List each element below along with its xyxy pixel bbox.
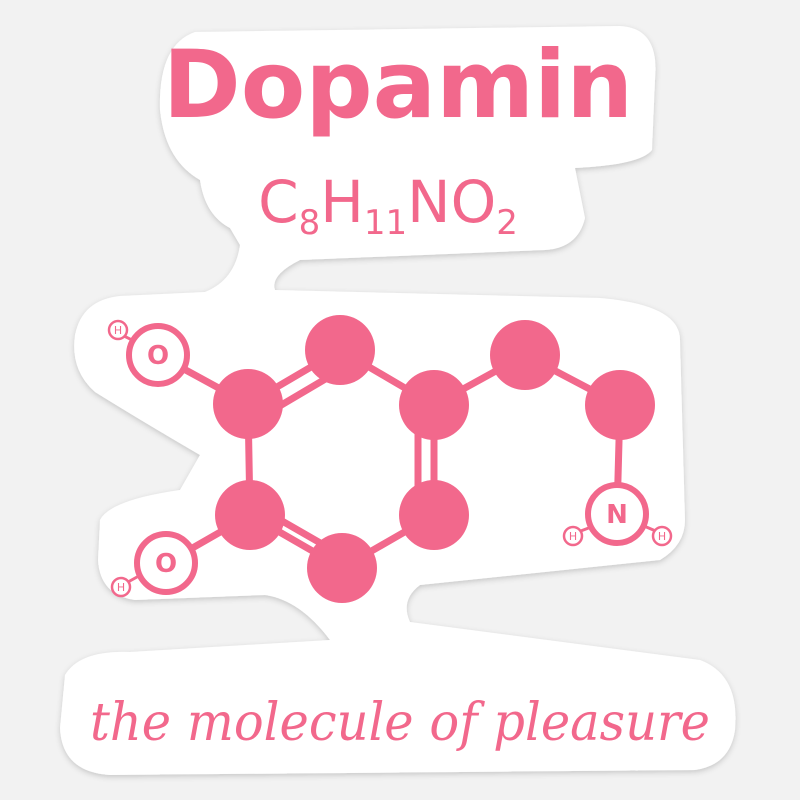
oxygen-ring [126,323,190,387]
formula-carbon: C [258,168,299,236]
title-text: Dopamin [163,31,633,140]
carbon-atom [307,533,377,603]
carbon-atom [215,480,285,550]
carbon-atom [213,369,283,439]
oxygen-label: O [147,341,169,371]
carbon-atom [399,370,469,440]
hydrogen-label: H [117,581,125,594]
oxygen-atom-top: O H [107,319,190,387]
formula-hydrogen-count: 11 [364,203,407,243]
oxygen-ring [134,531,198,595]
formula-hydrogen: H [320,168,364,236]
oxygen-label: O [155,549,177,579]
hydrogen-ring [107,319,129,341]
hydrogen-label-left: H [569,530,577,543]
hydrogen-ring-right [651,525,673,547]
carbon-atom [585,370,655,440]
carbon-atom [399,480,469,550]
formula-carbon-count: 8 [299,203,321,243]
hydrogen-label-right: H [658,530,666,543]
tagline-text: the molecule of pleasure [90,693,710,753]
carbon-atom [305,315,375,385]
oxygen-atom-bottom: O H [110,531,198,598]
formula-oxygen: O [451,168,497,236]
formula-oxygen-count: 2 [496,203,518,243]
nitrogen-ring [585,482,649,546]
nitrogen-label: N [606,500,628,530]
carbon-atoms [213,315,655,603]
hydrogen-label: H [114,324,122,337]
hydrogen-ring-left [562,525,584,547]
formula-text: C8H11NO2 [258,168,518,243]
hydrogen-ring [110,576,132,598]
formula-nitrogen: N [407,168,450,236]
sticker-die-cut-background [60,26,736,775]
nitrogen-atom: N H H [562,482,673,547]
carbon-atom [490,320,560,390]
